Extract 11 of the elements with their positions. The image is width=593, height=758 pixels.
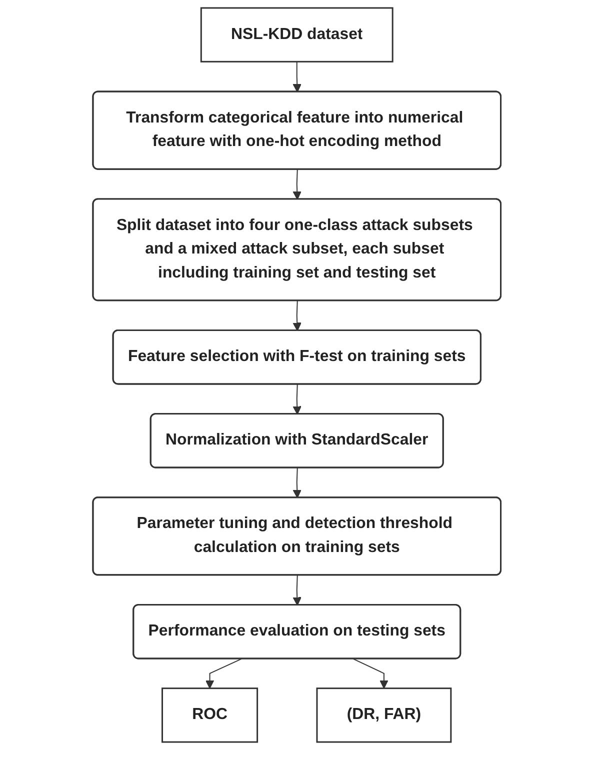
arrow	[292, 300, 302, 332]
arrow	[292, 468, 302, 498]
node-box: ROC	[161, 688, 258, 743]
node-box: NSL-KDD dataset	[200, 7, 393, 62]
arrow	[205, 658, 242, 689]
arrow	[352, 658, 388, 689]
arrow	[292, 61, 302, 92]
node-box: (DR, FAR)	[316, 688, 452, 743]
arrow	[292, 384, 302, 415]
arrow	[292, 169, 302, 200]
arrow	[292, 574, 302, 606]
